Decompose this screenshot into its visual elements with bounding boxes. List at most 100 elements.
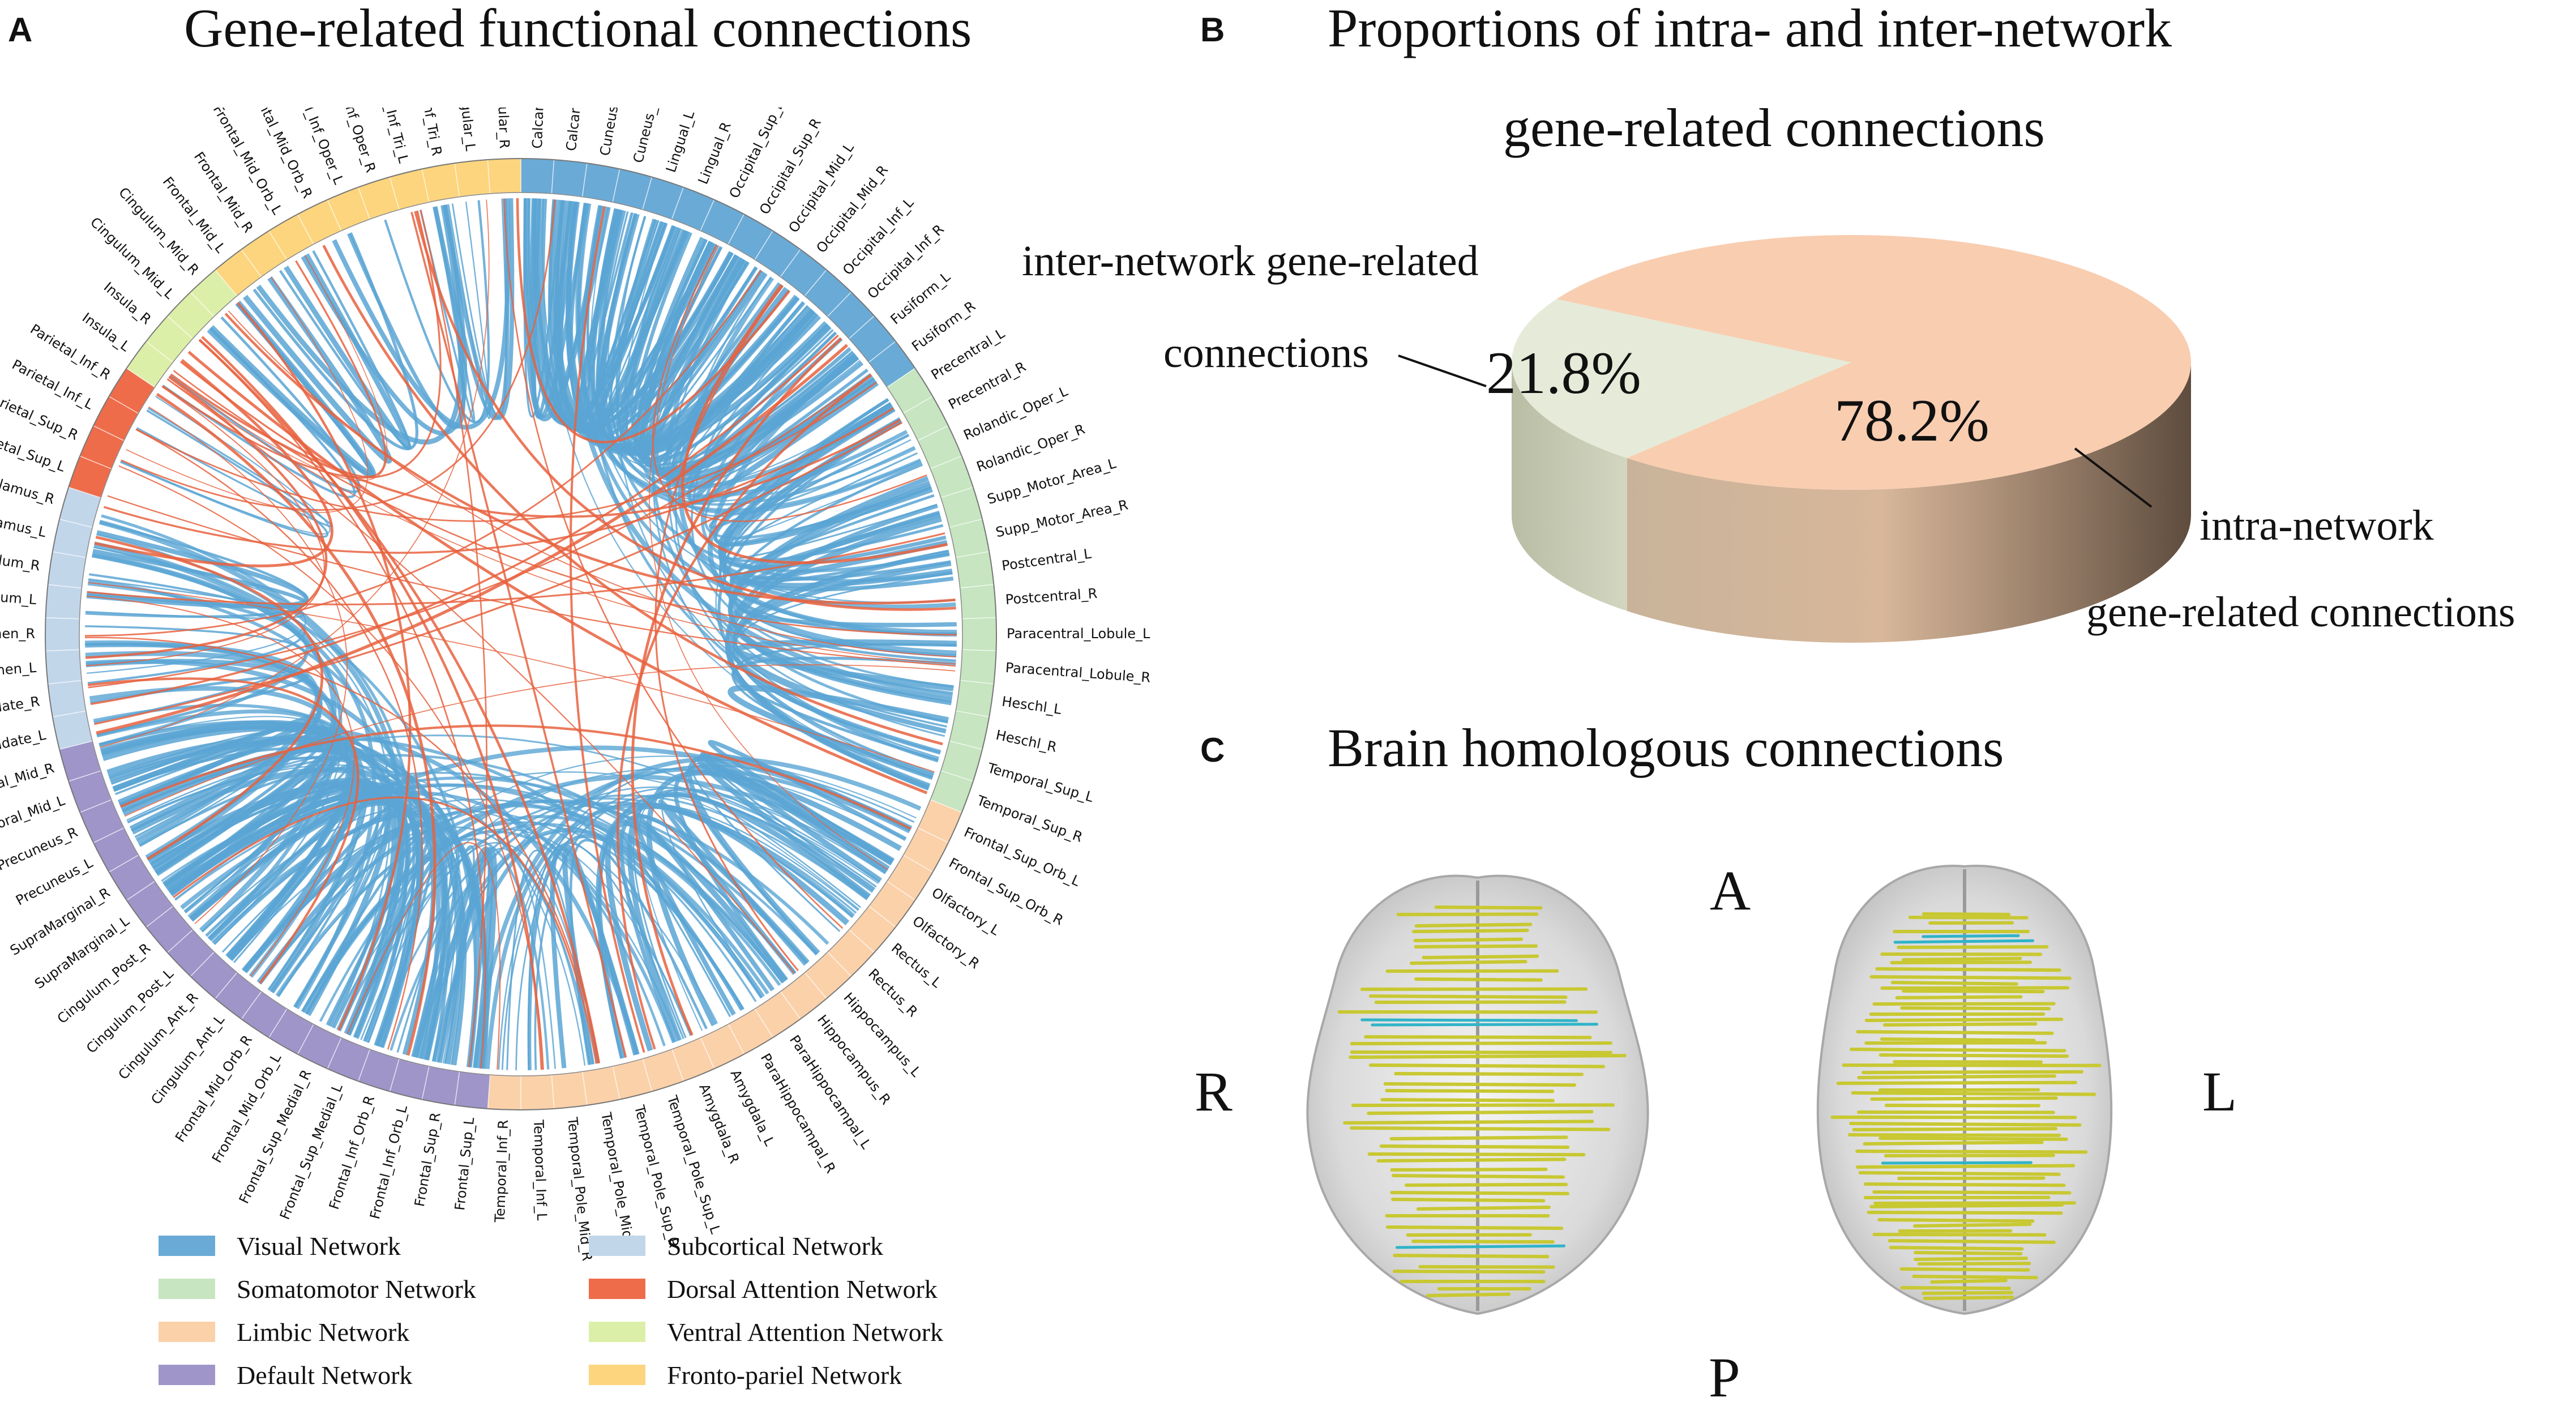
homologous-tract [1853,1093,2094,1095]
ring-segment-paracentral-lobule-l [962,618,996,651]
homologous-tract [1393,1199,1543,1200]
homologous-tract [1417,924,1531,926]
homologous-tract [1915,1253,2021,1254]
legend-label-ventral: Ventral Attention Network [667,1317,943,1347]
homologous-tract [1868,1212,2061,1213]
homologous-tract [1874,1192,2070,1193]
brain-left-view [1307,876,1648,1314]
homologous-tract [1865,1184,2064,1185]
ring-segment-postcentral-r [960,584,996,619]
homologous-tract [1851,1049,2064,1051]
homologous-tract [1352,1052,1611,1053]
region-label: Insula_L [79,310,133,355]
region-label: Thalamus_L [0,508,48,540]
ring-segment-angular-r [487,159,521,194]
region-label: Putamen_R [0,626,35,642]
region-label: Rectus_R [865,965,921,1020]
region-label: Caudate_L [0,727,48,758]
ring-segment-frontal-sup-l [455,1071,490,1109]
region-label: Angular_L [456,108,478,152]
region-label: Postcentral_R [1005,586,1098,608]
region-label: ParaHippocampal_R [758,1051,839,1176]
ring-segment-calcarine-r [551,160,587,197]
region-label: Heschl_R [995,727,1059,755]
legend-item-somatomotor: Somatomotor Network [159,1272,476,1306]
panel-a-letter: A [8,10,32,49]
ring-segment-caudate-r [48,681,86,717]
homologous-tract [1925,1297,2013,1298]
homologous-tract [1858,1165,2073,1167]
region-label: Amygdala_R [696,1082,742,1166]
legend-label-limbic: Limbic Network [237,1317,409,1347]
homologous-tract [1892,962,2030,963]
legend-item-ventral: Ventral Attention Network [589,1315,943,1349]
legend-swatch-default [159,1365,215,1385]
homologous-tract [1392,1169,1546,1170]
region-label: Heschl_L [1001,694,1063,718]
homologous-tract [1352,1043,1611,1044]
homologous-tract [1903,959,2020,960]
homologous-tract [1880,1138,2066,1139]
ring-segment-postcentral-l [956,552,994,588]
homologous-tract [1370,1154,1584,1155]
region-label: Pallidum_L [0,587,37,608]
region-label: Rectus_L [888,940,945,991]
homologous-tract [1388,1227,1561,1228]
orientation-left: L [2202,1059,2237,1124]
homologous-tract [1418,1207,1549,1209]
region-label: Caudate_R [0,694,41,720]
pie-label-intra-line1: intra-network [2200,501,2434,550]
region-label: Temporal_Inf_R [492,1120,511,1223]
legend-swatch-fronto [589,1365,645,1385]
region-label: Supp_Motor_Area_R [994,497,1129,540]
homologous-tract [1436,907,1541,908]
region-label: Paracentral_Lobule_L [1007,626,1150,642]
homologous-tract [1867,1019,2062,1020]
homologous-tract [1371,1065,1603,1067]
ring-outline-inner [79,193,962,1076]
ring-segment-temporal-inf-r [487,1075,521,1110]
homologous-tract [1902,1008,2049,1009]
homologous-tract [1891,1247,2022,1249]
homologous-tract [1871,977,2069,978]
region-label: Putamen_L [0,660,37,681]
homologous-tract-highlight [1923,935,2018,937]
homologous-tract [1414,930,1527,932]
legend-swatch-subcortical [589,1236,645,1256]
homologous-tract [1345,1121,1592,1123]
homologous-tract [1864,1142,2042,1144]
legend-item-fronto: Fronto-pariel Network [589,1358,902,1392]
region-label: Pallidum_R [0,548,41,574]
pie-value-inter: 21.8% [1486,339,1641,408]
homologous-tract [1854,1129,2056,1130]
panel-b-title-line2: gene-related connections [1503,96,2045,159]
ring-segment-putamen-r [45,618,79,651]
homologous-tract [1411,962,1526,963]
legend-item-visual: Visual Network [159,1229,401,1263]
homologous-tract [1393,1176,1563,1177]
homologous-tract [1424,956,1538,958]
homologous-tract [1881,1055,2068,1056]
pie-label-intra-line2: gene-related connections [2086,588,2515,637]
orientation-anterior: A [1710,858,1751,923]
chord-ring [45,159,996,1110]
homologous-tract-highlight [1372,1024,1597,1025]
homologous-tract [1897,997,2021,998]
brain-right-view [1818,866,2112,1314]
region-label: Postcentral_L [1001,545,1093,574]
homologous-tract-highlight [1397,1246,1564,1247]
legend-label-default: Default Network [237,1360,412,1390]
region-label: Frontal_Inf_Tri_R [410,108,445,157]
pie-label-inter-line1: inter-network gene-related [1022,237,1479,286]
homologous-tract [1882,1039,2034,1040]
ring-segment-paracentral-lobule-r [960,650,996,684]
homologous-tract [1901,1269,2028,1270]
homologous-tract [1416,946,1536,947]
homologous-tract [1890,1241,2054,1242]
legend-item-limbic: Limbic Network [159,1315,409,1349]
homologous-tract [1844,1065,2100,1066]
homologous-tract [1428,1294,1509,1296]
ring-segment-angular-l [455,160,490,197]
ring-segment-pallidum-l [46,584,82,619]
legend-label-somatomotor: Somatomotor Network [237,1274,476,1304]
